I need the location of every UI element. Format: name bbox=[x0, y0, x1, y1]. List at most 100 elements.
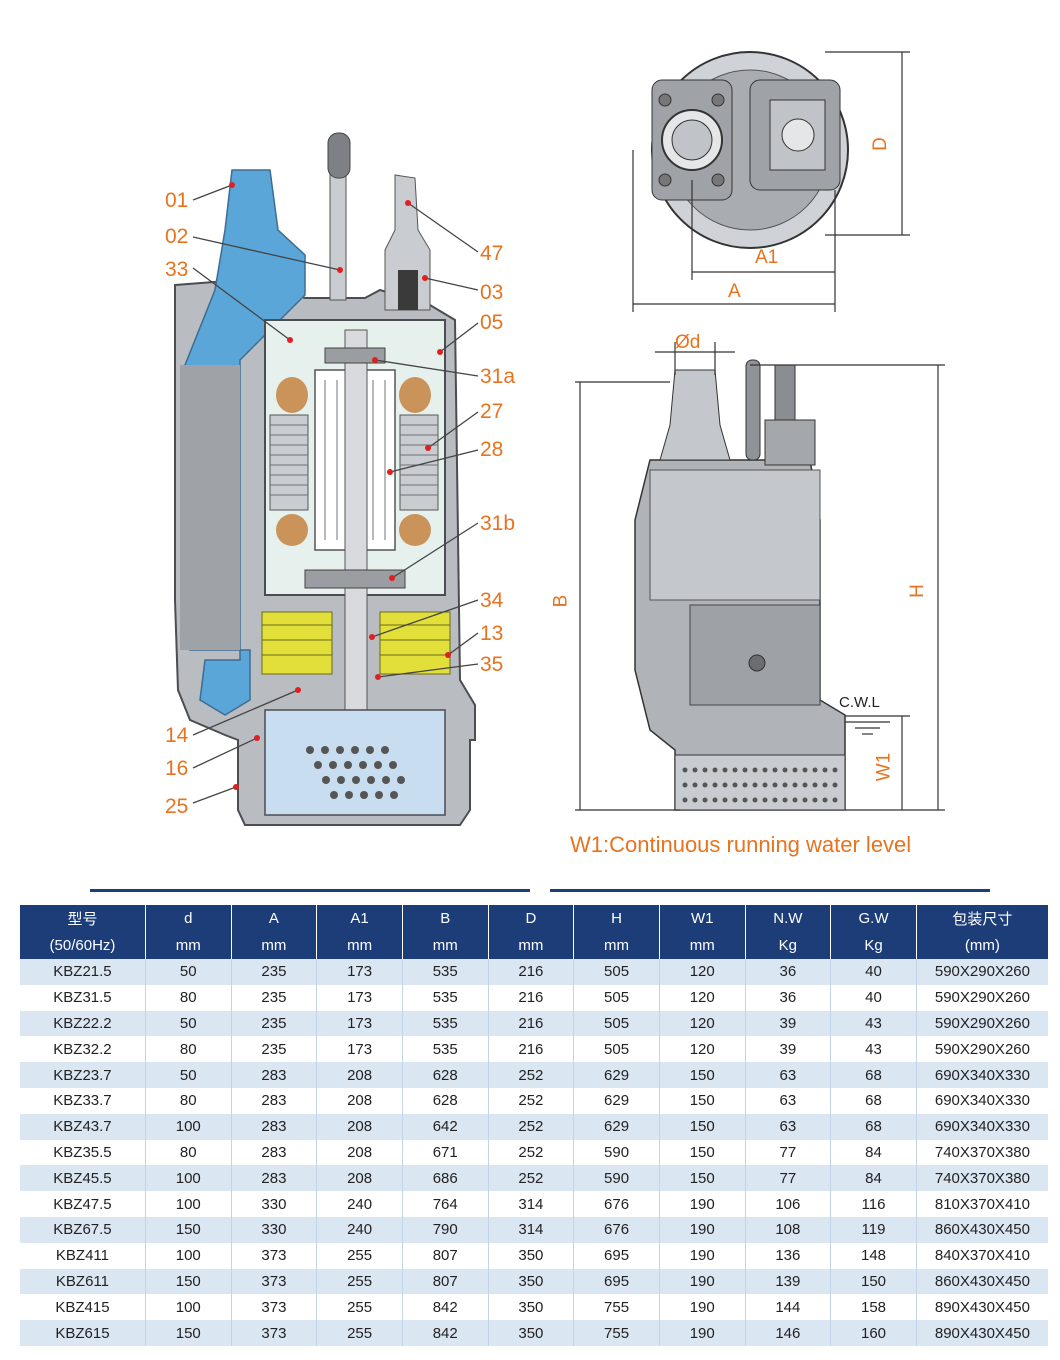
table-cell: 314 bbox=[488, 1191, 575, 1217]
table-cell: 39 bbox=[745, 1036, 832, 1063]
callout-01: 01 bbox=[165, 189, 189, 212]
table-cell: 807 bbox=[402, 1242, 489, 1269]
callout-27: 27 bbox=[480, 400, 504, 423]
table-cell: 240 bbox=[316, 1216, 403, 1243]
table-cell: 629 bbox=[573, 1062, 660, 1088]
table-cell: 36 bbox=[745, 959, 832, 985]
col-header: G.W bbox=[830, 905, 917, 932]
callout-47: 47 bbox=[480, 242, 504, 265]
model-cell: KBZ67.5 bbox=[20, 1216, 146, 1243]
table-cell: 235 bbox=[231, 1010, 318, 1037]
table-cell: 890X430X450 bbox=[916, 1294, 1048, 1321]
table-cell: 63 bbox=[745, 1113, 832, 1140]
table-cell: 208 bbox=[316, 1062, 403, 1088]
table-cell: 216 bbox=[488, 1036, 575, 1063]
col-unit: mm bbox=[573, 932, 660, 959]
table-cell: 373 bbox=[231, 1294, 318, 1321]
callout-03: 03 bbox=[480, 281, 504, 304]
table-cell: 208 bbox=[316, 1087, 403, 1114]
table-cell: 255 bbox=[316, 1320, 403, 1346]
table-cell: 505 bbox=[573, 1036, 660, 1063]
table-cell: 535 bbox=[402, 984, 489, 1011]
col-unit: mm bbox=[402, 932, 489, 959]
table-cell: 283 bbox=[231, 1113, 318, 1140]
table-cell: 158 bbox=[830, 1294, 917, 1321]
table-cell: 150 bbox=[145, 1320, 232, 1346]
table-cell: 68 bbox=[830, 1062, 917, 1088]
dimension-a-label: A bbox=[728, 281, 741, 302]
table-cell: 148 bbox=[830, 1242, 917, 1269]
table-cell: 43 bbox=[830, 1036, 917, 1063]
table-cell: 50 bbox=[145, 959, 232, 985]
table-cell: 63 bbox=[745, 1062, 832, 1088]
col-header: d bbox=[145, 905, 232, 932]
callout-35: 35 bbox=[480, 653, 504, 676]
table-cell: 505 bbox=[573, 1010, 660, 1037]
pump-top-view bbox=[632, 51, 910, 312]
table-cell: 629 bbox=[573, 1087, 660, 1114]
table-cell: 84 bbox=[830, 1139, 917, 1166]
table-cell: 190 bbox=[659, 1320, 746, 1346]
table-cell: 330 bbox=[231, 1191, 318, 1217]
table-cell: 350 bbox=[488, 1320, 575, 1346]
table-cell: 108 bbox=[745, 1216, 832, 1243]
table-cell: 150 bbox=[659, 1087, 746, 1114]
w1-caption: W1:Continuous running water level bbox=[570, 832, 912, 857]
table-cell: 77 bbox=[745, 1139, 832, 1166]
table-cell: 690X340X330 bbox=[916, 1062, 1048, 1088]
table-cell: 535 bbox=[402, 1036, 489, 1063]
table-cell: 252 bbox=[488, 1062, 575, 1088]
cwl-label: C.W.L bbox=[839, 694, 880, 711]
table-cell: 628 bbox=[402, 1062, 489, 1088]
table-cell: 40 bbox=[830, 984, 917, 1011]
table-cell: 146 bbox=[745, 1320, 832, 1346]
table-cell: 314 bbox=[488, 1216, 575, 1243]
dimension-a1-label: A1 bbox=[755, 247, 779, 268]
table-cell: 80 bbox=[145, 1087, 232, 1114]
model-cell: KBZ23.7 bbox=[20, 1062, 146, 1088]
table-cell: 190 bbox=[659, 1216, 746, 1243]
table-cell: 43 bbox=[830, 1010, 917, 1037]
table-cell: 150 bbox=[659, 1165, 746, 1192]
table-cell: 100 bbox=[145, 1165, 232, 1192]
table-cell: 100 bbox=[145, 1191, 232, 1217]
col-unit: Kg bbox=[830, 932, 917, 959]
table-cell: 50 bbox=[145, 1062, 232, 1088]
table-cell: 160 bbox=[830, 1320, 917, 1346]
table-cell: 120 bbox=[659, 959, 746, 985]
dimension-w1-label: W1 bbox=[873, 752, 895, 782]
table-cell: 208 bbox=[316, 1165, 403, 1192]
table-cell: 283 bbox=[231, 1062, 318, 1088]
col-header: 型号 bbox=[20, 905, 146, 932]
table-cell: 100 bbox=[145, 1113, 232, 1140]
table-cell: 535 bbox=[402, 959, 489, 985]
callout-25: 25 bbox=[165, 795, 189, 818]
table-cell: 173 bbox=[316, 984, 403, 1011]
table-cell: 80 bbox=[145, 1036, 232, 1063]
model-cell: KBZ35.5 bbox=[20, 1139, 146, 1166]
table-cell: 150 bbox=[145, 1268, 232, 1295]
table-cell: 80 bbox=[145, 1139, 232, 1166]
table-cell: 36 bbox=[745, 984, 832, 1011]
table-cell: 235 bbox=[231, 959, 318, 985]
model-cell: KBZ611 bbox=[20, 1268, 146, 1295]
divider-right bbox=[550, 889, 990, 892]
callout-05: 05 bbox=[480, 311, 504, 334]
col-unit: Kg bbox=[745, 932, 832, 959]
table-cell: 590X290X260 bbox=[916, 1036, 1048, 1063]
callout-16: 16 bbox=[165, 757, 189, 780]
dimension-b-label: B bbox=[550, 594, 572, 608]
table-cell: 686 bbox=[402, 1165, 489, 1192]
table-cell: 150 bbox=[659, 1139, 746, 1166]
table-cell: 676 bbox=[573, 1191, 660, 1217]
table-cell: 77 bbox=[745, 1165, 832, 1192]
table-cell: 190 bbox=[659, 1242, 746, 1269]
table-cell: 842 bbox=[402, 1294, 489, 1321]
callout-31a: 31a bbox=[480, 365, 516, 388]
